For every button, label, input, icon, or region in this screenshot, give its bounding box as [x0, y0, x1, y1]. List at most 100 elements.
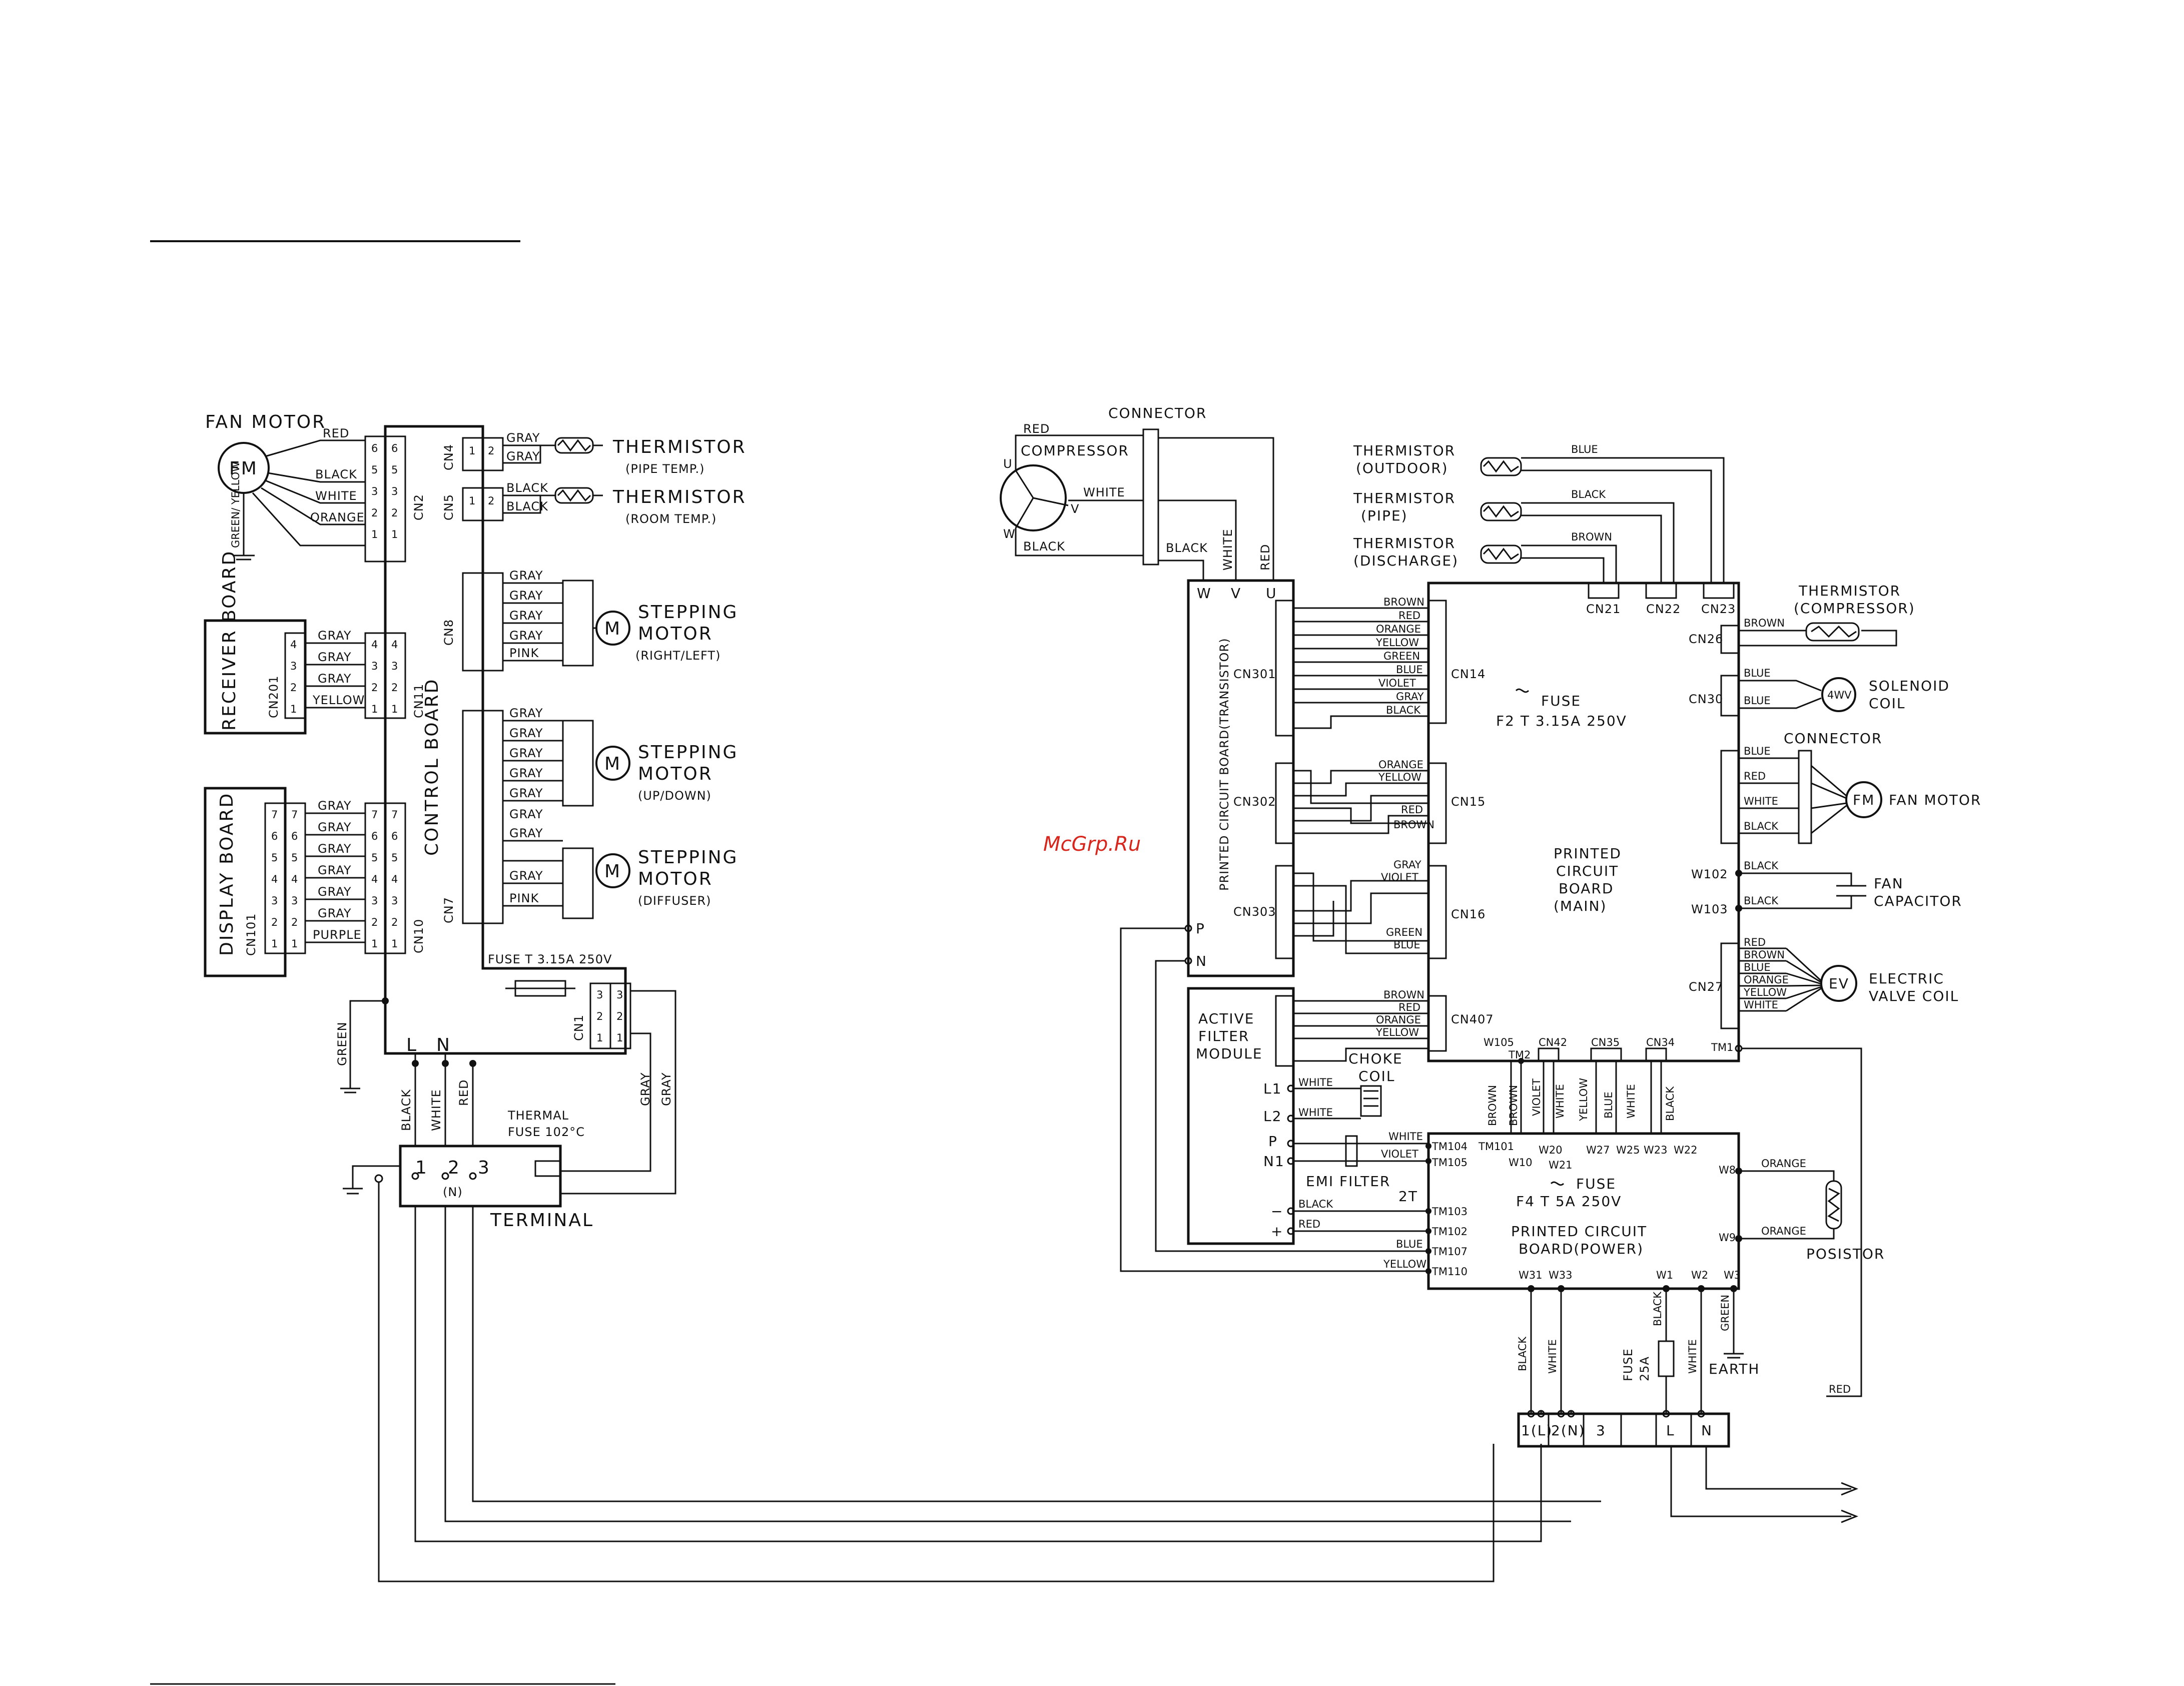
svg-text:WHITE: WHITE	[429, 1089, 443, 1131]
svg-text:POSISTOR: POSISTOR	[1806, 1246, 1885, 1262]
svg-text:W25: W25	[1616, 1144, 1640, 1156]
svg-text:YELLOW: YELLOW	[1743, 986, 1787, 998]
svg-text:RED: RED	[1398, 1001, 1420, 1013]
svg-text:GREEN: GREEN	[335, 1021, 349, 1066]
svg-text:1: 1	[371, 938, 378, 950]
svg-text:2T: 2T	[1398, 1188, 1418, 1205]
svg-text:6: 6	[391, 442, 398, 454]
svg-text:VALVE COIL: VALVE COIL	[1869, 988, 1959, 1004]
svg-text:GRAY: GRAY	[318, 906, 352, 920]
svg-text:GRAY: GRAY	[509, 807, 543, 821]
svg-text:YELLOW: YELLOW	[1383, 1258, 1426, 1270]
svg-text:N1: N1	[1263, 1153, 1285, 1170]
svg-text:BROWN: BROWN	[1487, 1085, 1499, 1126]
svg-text:FM: FM	[1853, 792, 1875, 808]
svg-text:(PIPE): (PIPE)	[1361, 507, 1408, 524]
svg-text:VIOLET: VIOLET	[1378, 677, 1416, 689]
svg-text:4: 4	[391, 639, 398, 651]
svg-text:STEPPING: STEPPING	[638, 742, 738, 763]
svg-text:CN15: CN15	[1451, 795, 1486, 809]
svg-text:BLACK: BLACK	[1664, 1086, 1676, 1121]
svg-text:2: 2	[371, 507, 378, 519]
svg-text:2: 2	[371, 916, 378, 928]
svg-text:GRAY: GRAY	[506, 449, 540, 463]
svg-text:(PIPE TEMP.): (PIPE TEMP.)	[625, 462, 704, 476]
svg-text:W: W	[1003, 527, 1016, 541]
fan-connector-outdoor	[1720, 750, 1740, 844]
svg-text:GRAY: GRAY	[509, 746, 543, 760]
svg-text:5: 5	[391, 464, 398, 476]
svg-text:U: U	[1003, 457, 1013, 471]
svg-text:V: V	[1071, 502, 1079, 516]
watermark: McGrp.Ru	[1043, 833, 1141, 856]
svg-text:ORANGE: ORANGE	[1378, 759, 1423, 771]
svg-text:GRAY: GRAY	[659, 1072, 673, 1106]
svg-text:4: 4	[291, 873, 298, 885]
outdoor-unit: CONNECTOR COMPRESSOR U V W RED WHITE BLA…	[1000, 405, 1980, 1523]
fan-motor-label: FAN MOTOR	[205, 412, 326, 432]
svg-text:WHITE: WHITE	[1298, 1106, 1333, 1118]
svg-text:RED: RED	[1398, 610, 1420, 622]
svg-text:1: 1	[616, 1032, 623, 1044]
svg-text:W22: W22	[1674, 1144, 1698, 1156]
svg-text:WHITE: WHITE	[1744, 999, 1778, 1011]
svg-text:FILTER: FILTER	[1198, 1028, 1249, 1044]
svg-text:F2 T 3.15A 250V: F2 T 3.15A 250V	[1496, 713, 1627, 729]
svg-text:(DISCHARGE): (DISCHARGE)	[1353, 552, 1459, 569]
svg-text:5: 5	[371, 464, 378, 476]
svg-text:BLACK: BLACK	[506, 499, 548, 513]
svg-text:2: 2	[371, 682, 378, 694]
svg-text:CHOKE: CHOKE	[1348, 1050, 1403, 1067]
svg-text:GRAY: GRAY	[1393, 859, 1421, 871]
svg-text:BLUE: BLUE	[1396, 664, 1423, 676]
svg-text:W21: W21	[1549, 1159, 1573, 1171]
svg-text:WHITE: WHITE	[1547, 1339, 1559, 1374]
svg-text:RED: RED	[457, 1079, 471, 1106]
svg-text:GREEN: GREEN	[1386, 926, 1422, 938]
svg-text:BLUE: BLUE	[1603, 1091, 1615, 1118]
svg-text:3: 3	[391, 485, 398, 497]
svg-text:7: 7	[391, 809, 398, 821]
svg-text:2: 2	[391, 916, 398, 928]
svg-text:W: W	[1197, 585, 1212, 602]
svg-text:2: 2	[616, 1010, 623, 1022]
svg-text:CN35: CN35	[1591, 1036, 1620, 1048]
svg-text:BROWN: BROWN	[1383, 989, 1424, 1001]
svg-text:(RIGHT/LEFT): (RIGHT/LEFT)	[635, 649, 720, 663]
svg-text:PINK: PINK	[509, 646, 539, 660]
svg-text:BLUE: BLUE	[1744, 745, 1771, 757]
svg-text:PRINTED: PRINTED	[1554, 845, 1622, 862]
svg-text:DISPLAY BOARD: DISPLAY BOARD	[217, 792, 237, 956]
svg-text:CN14: CN14	[1451, 667, 1486, 681]
svg-text:GRAY: GRAY	[318, 842, 352, 856]
svg-text:−: −	[1271, 1203, 1283, 1220]
svg-text:BLACK: BLACK	[315, 467, 357, 481]
svg-text:CN27: CN27	[1689, 980, 1723, 994]
thermistor-outdoor-icon	[1480, 457, 1522, 476]
cn15-connector	[1427, 762, 1447, 844]
thermistor-pipe-outdoor-icon	[1480, 502, 1522, 521]
svg-text:CN11: CN11	[412, 684, 426, 718]
svg-text:BROWN: BROWN	[1571, 531, 1612, 543]
svg-text:GRAY: GRAY	[509, 726, 543, 740]
svg-text:THERMISTOR: THERMISTOR	[1353, 535, 1455, 551]
svg-text:W105: W105	[1484, 1036, 1514, 1048]
svg-text:GRAY: GRAY	[318, 650, 352, 664]
svg-text:W33: W33	[1549, 1269, 1573, 1281]
cn301-connector	[1275, 600, 1294, 737]
svg-text:BROWN: BROWN	[1744, 949, 1785, 961]
svg-text:BROWN: BROWN	[1508, 1085, 1520, 1126]
green-yellow-label: GREEN/ YELLOW	[230, 461, 242, 548]
svg-text:W20: W20	[1539, 1144, 1563, 1156]
svg-text:RED: RED	[1023, 422, 1050, 436]
svg-text:W23: W23	[1644, 1144, 1668, 1156]
svg-text:STEPPING: STEPPING	[638, 847, 738, 868]
svg-text:4: 4	[271, 873, 278, 885]
svg-text:TM101: TM101	[1478, 1141, 1514, 1153]
svg-text:CN10: CN10	[412, 919, 426, 953]
svg-text:THERMISTOR: THERMISTOR	[1353, 442, 1455, 459]
svg-text:3: 3	[1596, 1422, 1606, 1439]
svg-text:3: 3	[616, 989, 623, 1001]
